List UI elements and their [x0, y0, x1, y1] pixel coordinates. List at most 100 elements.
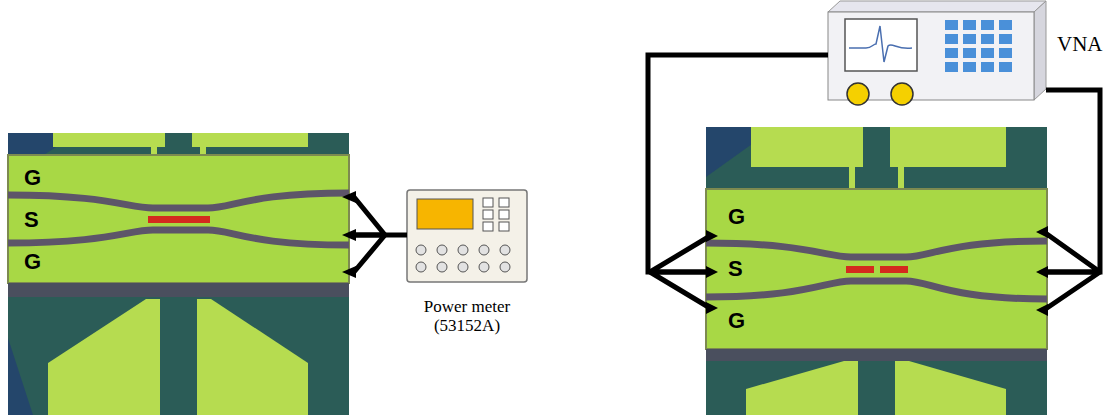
micrograph-node: G S G [706, 127, 1047, 415]
illustration-part [8, 155, 349, 283]
illustration-part [151, 133, 157, 155]
illustration-part [499, 198, 509, 207]
illustration-part [828, 1, 1046, 12]
illustration-part [342, 266, 356, 278]
illustration-part [479, 245, 489, 255]
illustration-part [945, 34, 958, 44]
illustration-part [8, 338, 33, 415]
illustration-part [8, 230, 349, 245]
pad-label: G [24, 166, 41, 190]
illustration-part [706, 266, 718, 278]
illustration-part [192, 133, 308, 147]
instrument-node: Power meter (53152A) [407, 190, 527, 282]
instrument-label: Power meter (53152A) [399, 297, 535, 335]
illustration-part [407, 190, 527, 282]
illustration-part [479, 262, 489, 272]
illustration-part [706, 230, 718, 242]
illustration-part [458, 245, 468, 255]
illustration-part [53, 133, 165, 147]
illustration-part [751, 127, 863, 167]
illustration-part [706, 189, 1047, 349]
instrument-node: VNA [828, 0, 1046, 100]
illustration-part [706, 281, 1047, 299]
illustration-part [417, 199, 473, 229]
micrograph [706, 127, 1047, 415]
pad-label: S [728, 257, 743, 281]
illustration-part [847, 83, 869, 105]
illustration-part [499, 210, 509, 219]
rf-probe [354, 197, 1100, 310]
illustration-part [1034, 1, 1046, 100]
illustration-part [706, 127, 1047, 415]
cable-line [1046, 90, 1100, 272]
illustration-part [1036, 266, 1048, 278]
illustration-part [849, 26, 912, 62]
illustration-part [1036, 304, 1048, 316]
illustration-part [483, 198, 493, 207]
illustration-part [945, 20, 1012, 72]
illustration-part [437, 262, 447, 272]
illustration-part [706, 241, 1047, 257]
illustration-part [483, 210, 493, 219]
micrograph-node: GSG [8, 133, 349, 415]
illustration-part [981, 48, 994, 58]
illustration-part [999, 48, 1012, 58]
illustration-part [499, 222, 509, 231]
illustration-part [437, 245, 447, 255]
illustration-part [845, 19, 917, 71]
illustration-part [963, 48, 976, 58]
illustration-part [8, 193, 349, 208]
pad-label: G [24, 250, 41, 274]
pad-label: G [728, 205, 745, 229]
illustration-part [200, 133, 206, 155]
illustration-part [891, 83, 913, 105]
illustration-part [197, 299, 308, 415]
illustration-part [890, 127, 1006, 167]
illustration-part [880, 266, 908, 273]
illustration-part [1044, 232, 1100, 310]
illustration-part [945, 62, 958, 72]
micrograph [8, 133, 349, 415]
illustration-part [354, 197, 385, 272]
vna-icon [828, 1, 1046, 105]
illustration-part [650, 236, 710, 308]
cable [1046, 90, 1100, 272]
illustration-part [706, 349, 1047, 361]
illustration-part [8, 283, 349, 297]
illustration-part [458, 262, 468, 272]
illustration-part [981, 20, 994, 30]
illustration-part [981, 34, 994, 44]
illustration-part [342, 229, 356, 241]
illustration-part [981, 62, 994, 72]
illustration-part [999, 34, 1012, 44]
power-meter-icon [407, 190, 527, 282]
illustration-part [963, 20, 976, 30]
pad-label: G [728, 309, 745, 333]
illustration-part [898, 167, 904, 189]
cable [648, 55, 828, 272]
illustration-part [500, 245, 510, 255]
illustration-part [963, 34, 976, 44]
illustration-part [846, 266, 874, 273]
illustration-part [999, 20, 1012, 30]
illustration-part [48, 299, 160, 415]
illustration-part [746, 361, 858, 415]
illustration-part [416, 245, 426, 255]
illustration-part [416, 262, 426, 272]
illustration-part [8, 133, 349, 415]
illustration-part [342, 191, 356, 203]
illustration-part [963, 62, 976, 72]
illustration-part [945, 48, 958, 58]
instrument-label: VNA [1057, 32, 1103, 56]
illustration-part [999, 62, 1012, 72]
illustration-part [1036, 226, 1048, 238]
illustration-part [483, 222, 493, 231]
illustration-part [500, 262, 510, 272]
cable-line [648, 55, 828, 272]
pad-label: S [24, 208, 39, 232]
illustration-part [148, 216, 210, 223]
illustration-part [945, 20, 958, 30]
